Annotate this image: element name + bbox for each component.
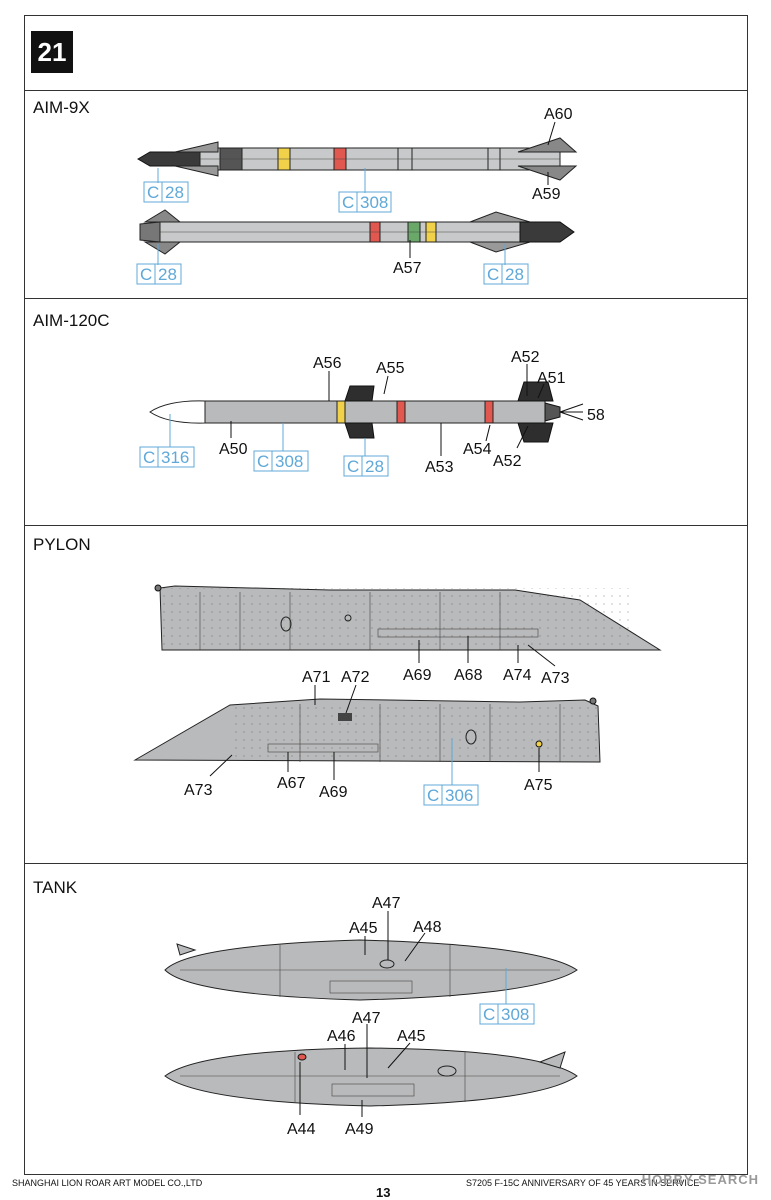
- page-frame: [24, 15, 748, 1175]
- paint-callout-c308: C 308: [253, 450, 309, 472]
- callout-a67: A67: [277, 775, 306, 792]
- callout-a45: A45: [349, 920, 378, 937]
- aim9x-missile-bottom: [139, 209, 575, 255]
- svg-text:C: C: [483, 1005, 495, 1024]
- pylon-outer-view: [154, 584, 662, 651]
- svg-text:C: C: [342, 193, 354, 212]
- callout-a49: A49: [345, 1121, 374, 1138]
- callout-a54: A54: [463, 441, 492, 458]
- callout-a44: A44: [287, 1121, 316, 1138]
- callout-a53: A53: [425, 459, 454, 476]
- section-title-pylon: PYLON: [33, 535, 91, 554]
- callout-a52: A52: [511, 349, 540, 366]
- callout-a52: A52: [493, 453, 522, 470]
- section-title-aim9x: AIM-9X: [33, 98, 90, 117]
- svg-text:28: 28: [158, 265, 177, 284]
- callout-a60: A60: [544, 106, 573, 123]
- paint-callout-c28: C 28: [136, 263, 182, 285]
- page-number: 13: [376, 1185, 391, 1200]
- callout-a72: A72: [341, 669, 370, 686]
- callout-a45: A45: [397, 1028, 426, 1045]
- callout-a46: A46: [327, 1028, 356, 1045]
- paint-callout-c28: C 28: [143, 181, 189, 203]
- callout-a74: A74: [503, 667, 532, 684]
- callout-a69: A69: [403, 667, 432, 684]
- svg-text:C: C: [140, 265, 152, 284]
- callout-a69: A69: [319, 784, 348, 801]
- svg-text:308: 308: [360, 193, 388, 212]
- callout-58: 58: [587, 407, 605, 424]
- callout-a68: A68: [454, 667, 483, 684]
- paint-callout-c316: C 316: [139, 446, 195, 468]
- svg-text:C: C: [147, 183, 159, 202]
- callout-a50: A50: [219, 441, 248, 458]
- section-title-aim120c: AIM-120C: [33, 311, 110, 330]
- paint-callout-c28: C 28: [343, 455, 389, 477]
- svg-text:308: 308: [275, 452, 303, 471]
- pylon-inner-view: [133, 697, 601, 763]
- svg-text:316: 316: [161, 448, 189, 467]
- watermark-logo: HOBBY SEARCH: [641, 1172, 759, 1187]
- svg-text:28: 28: [365, 457, 384, 476]
- callout-a75: A75: [524, 777, 553, 794]
- step-number: 21: [31, 31, 73, 73]
- callout-a59: A59: [532, 186, 561, 203]
- section-divider: [24, 298, 748, 299]
- section-title-tank: TANK: [33, 878, 78, 897]
- paint-callout-c306: C 306: [423, 784, 479, 806]
- section-divider: [24, 525, 748, 526]
- fuel-tank-view-1: [164, 939, 578, 1001]
- callout-a73: A73: [184, 782, 213, 799]
- svg-text:306: 306: [445, 786, 473, 805]
- aim9x-missile-top: [137, 137, 578, 181]
- callout-a71: A71: [302, 669, 331, 686]
- section-divider: [24, 90, 748, 91]
- callout-a48: A48: [413, 919, 442, 936]
- callout-a56: A56: [313, 355, 342, 372]
- aim120c-missile: [149, 381, 561, 443]
- paint-callout-c308: C 308: [479, 1003, 535, 1025]
- callout-a47: A47: [372, 895, 401, 912]
- svg-text:C: C: [487, 265, 499, 284]
- footer-product: S7205 F-15C ANNIVERSARY OF 45 YEARS IN S…: [466, 1178, 700, 1188]
- callout-a55: A55: [376, 360, 405, 377]
- section-divider: [24, 863, 748, 864]
- svg-text:C: C: [257, 452, 269, 471]
- svg-text:28: 28: [505, 265, 524, 284]
- svg-text:C: C: [347, 457, 359, 476]
- paint-callout-c308: C 308: [338, 191, 392, 213]
- callout-a57: A57: [393, 260, 422, 277]
- svg-text:C: C: [427, 786, 439, 805]
- fuel-tank-view-2: [164, 1047, 578, 1107]
- footer-company: SHANGHAI LION ROAR ART MODEL CO.,LTD: [12, 1178, 203, 1188]
- svg-text:C: C: [143, 448, 155, 467]
- svg-text:28: 28: [165, 183, 184, 202]
- paint-callout-c28: C 28: [483, 263, 529, 285]
- callout-a73: A73: [541, 670, 570, 687]
- callout-a51: A51: [537, 370, 566, 387]
- callout-a47: A47: [352, 1010, 381, 1027]
- svg-text:308: 308: [501, 1005, 529, 1024]
